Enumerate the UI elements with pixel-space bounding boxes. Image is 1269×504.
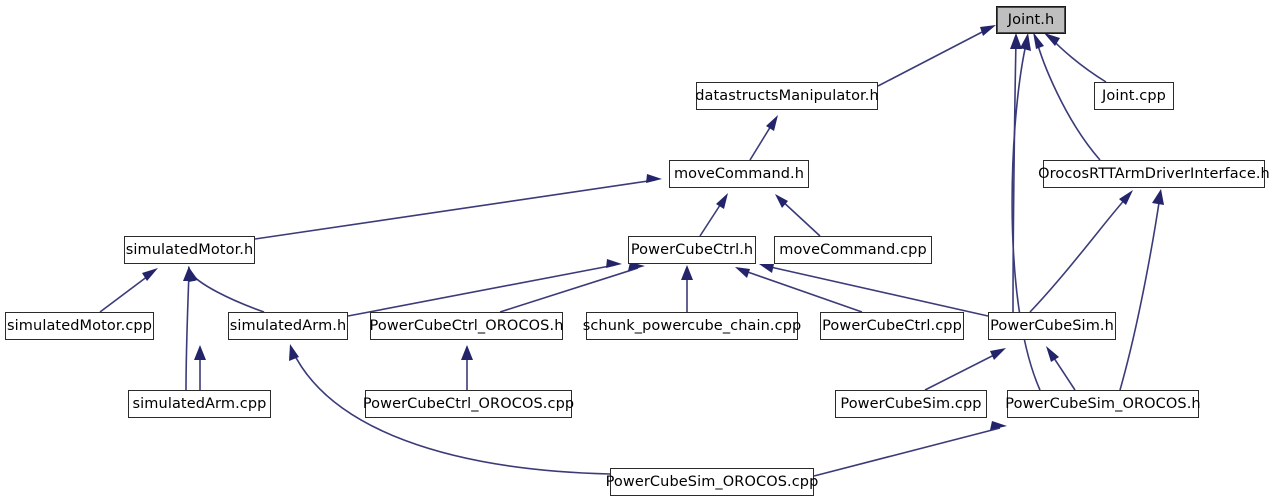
node-movecommand_h[interactable]: moveCommand.h: [669, 160, 809, 188]
arrowhead-datastructs_h-to-joint_h: [980, 25, 996, 36]
node-label-pcs_orocos_cpp: PowerCubeSim_OROCOS.cpp: [605, 473, 819, 490]
node-joint_cpp[interactable]: Joint.cpp: [1094, 82, 1174, 110]
edge-powercubesim_h-to-joint_h: [1012, 39, 1017, 313]
node-schunk_chain_cpp[interactable]: schunk_powercube_chain.cpp: [583, 312, 801, 340]
node-movecommand_cpp[interactable]: moveCommand.cpp: [774, 236, 932, 264]
node-label-simulatedmotor_h: simulatedMotor.h: [125, 241, 254, 258]
arrowhead-powercubectrl_cpp-to-powercubectrl_h: [735, 267, 750, 278]
arrowhead-simulatedarm_h-to-powercubectrl_h: [606, 259, 622, 268]
node-label-pcs_orocos_h: PowerCubeSim_OROCOS.h: [1005, 395, 1201, 412]
edge-powercubesim_cpp-to-powercubesim_h: [924, 351, 1001, 391]
edge-pcs_orocos_cpp-to-simulatedarm_h: [291, 349, 611, 475]
arrowhead-powercubectrl_h-to-movecommand_h: [716, 193, 728, 209]
edge-simulatedarm_h-to-simulatedmotor_h: [189, 271, 265, 313]
edge-pcc_orocos_h-to-powercubectrl_h: [499, 267, 639, 313]
node-label-schunk_chain_cpp: schunk_powercube_chain.cpp: [582, 317, 802, 334]
node-label-movecommand_h: moveCommand.h: [673, 165, 805, 182]
node-label-simulatedarm_cpp: simulatedArm.cpp: [132, 395, 267, 412]
arrowhead-pcs_orocos_h-to-powercubesim_h: [1046, 346, 1059, 362]
node-label-datastructs_h: datastructsManipulator.h: [695, 87, 879, 104]
node-label-powercubesim_cpp: PowerCubeSim.cpp: [840, 395, 982, 412]
node-orocos_driver_h[interactable]: OrocosRTTArmDriverInterface.h: [1038, 160, 1269, 188]
node-label-joint_h: Joint.h: [1007, 11, 1055, 28]
edge-pcs_orocos_h-to-orocos_driver_h: [1119, 195, 1161, 391]
edge-pcs_orocos_cpp-to-pcs_orocos_h: [813, 427, 1001, 477]
node-simulatedarm_h[interactable]: simulatedArm.h: [228, 312, 348, 340]
node-simulatedmotor_h[interactable]: simulatedMotor.h: [124, 236, 255, 264]
arrowhead-pcs_orocos_h-to-orocos_driver_h: [1152, 189, 1164, 205]
arrowhead-pcc_orocos_h-to-powercubectrl_h: [628, 262, 645, 271]
arrowhead-simulatedmotor_cpp-to-simulatedmotor_h: [142, 268, 158, 281]
node-powercubectrl_cpp[interactable]: PowerCubeCtrl.cpp: [820, 312, 964, 340]
arrowhead-powercubesim_h-to-joint_h: [1010, 33, 1022, 49]
edge-joint_cpp-to-joint_h: [1049, 36, 1107, 83]
node-label-pcc_orocos_h: PowerCubeCtrl_OROCOS.h: [369, 317, 564, 334]
arrowhead-pcc_orocos_cpp-to-pcc_orocos_h: [461, 345, 473, 360]
node-label-joint_cpp: Joint.cpp: [1102, 87, 1166, 104]
arrowhead-pcs_orocos_cpp-to-simulatedarm_h: [289, 344, 299, 361]
node-joint_h[interactable]: Joint.h: [996, 6, 1066, 34]
node-label-powercubectrl_h: PowerCubeCtrl.h: [630, 241, 754, 258]
node-powercubesim_h[interactable]: PowerCubeSim.h: [988, 312, 1116, 340]
node-label-powercubectrl_cpp: PowerCubeCtrl.cpp: [822, 317, 962, 334]
arrowhead-pcs_orocos_h-to-joint_h: [1020, 33, 1031, 51]
node-label-pcc_orocos_cpp: PowerCubeCtrl_OROCOS.cpp: [362, 395, 575, 412]
edge-simulatedmotor_h-to-movecommand_h: [254, 179, 656, 240]
node-label-simulatedarm_h: simulatedArm.h: [229, 317, 347, 334]
node-pcc_orocos_h[interactable]: PowerCubeCtrl_OROCOS.h: [370, 312, 563, 340]
arrowhead-simulatedarm_cpp-to-simulatedarm_h: [194, 345, 206, 360]
node-label-orocos_driver_h: OrocosRTTArmDriverInterface.h: [1038, 165, 1269, 182]
node-label-movecommand_cpp: moveCommand.cpp: [779, 241, 927, 258]
arrowhead-powercubesim_h-to-orocos_driver_h: [1119, 190, 1133, 205]
arrowhead-joint_cpp-to-joint_h: [1044, 33, 1060, 46]
edge-powercubectrl_cpp-to-powercubectrl_h: [741, 269, 863, 313]
edge-movecommand_cpp-to-movecommand_h: [779, 198, 821, 237]
node-label-simulatedmotor_cpp: simulatedMotor.cpp: [7, 317, 152, 334]
edge-datastructs_h-to-joint_h: [877, 29, 987, 87]
edge-powercubesim_h-to-powercubectrl_h: [765, 265, 989, 317]
arrowhead-simulatedmotor_h-to-movecommand_h: [646, 174, 662, 183]
node-powercubectrl_h[interactable]: PowerCubeCtrl.h: [628, 236, 756, 264]
node-datastructs_h[interactable]: datastructsManipulator.h: [695, 82, 879, 110]
node-simulatedmotor_cpp[interactable]: simulatedMotor.cpp: [5, 312, 154, 340]
edges-group: [99, 25, 1164, 477]
edge-powercubesim_h-to-orocos_driver_h: [1029, 195, 1129, 313]
arrowhead-powercubesim_cpp-to-powercubesim_h: [990, 348, 1006, 360]
arrowhead-pcs_orocos_cpp-to-pcs_orocos_h: [990, 421, 1007, 430]
node-label-powercubesim_h: PowerCubeSim.h: [990, 317, 1114, 334]
node-pcc_orocos_cpp[interactable]: PowerCubeCtrl_OROCOS.cpp: [363, 390, 574, 418]
arrowhead-orocos_driver_h-to-joint_h: [1033, 32, 1044, 49]
edge-pcs_orocos_h-to-joint_h: [1011, 39, 1041, 391]
node-pcs_orocos_cpp[interactable]: PowerCubeSim_OROCOS.cpp: [606, 468, 818, 496]
arrowhead-powercubesim_h-to-powercubectrl_h: [759, 264, 774, 273]
arrowhead-simulatedarm_cpp-to-simulatedmotor_h: [183, 266, 195, 281]
arrowhead-movecommand_h-to-datastructs_h: [766, 115, 778, 131]
edge-simulatedarm_cpp-to-simulatedmotor_h: [185, 271, 190, 391]
arrowhead-movecommand_cpp-to-movecommand_h: [775, 194, 788, 208]
edge-simulatedarm_h-to-powercubectrl_h: [347, 264, 616, 317]
arrowhead-schunk_chain_cpp-to-powercubectrl_h: [681, 265, 693, 280]
edge-simulatedmotor_cpp-to-simulatedmotor_h: [99, 272, 153, 313]
node-simulatedarm_cpp[interactable]: simulatedArm.cpp: [128, 390, 271, 418]
node-pcs_orocos_h[interactable]: PowerCubeSim_OROCOS.h: [1005, 390, 1201, 418]
edge-orocos_driver_h-to-joint_h: [1035, 37, 1101, 161]
node-powercubesim_cpp[interactable]: PowerCubeSim.cpp: [835, 390, 987, 418]
